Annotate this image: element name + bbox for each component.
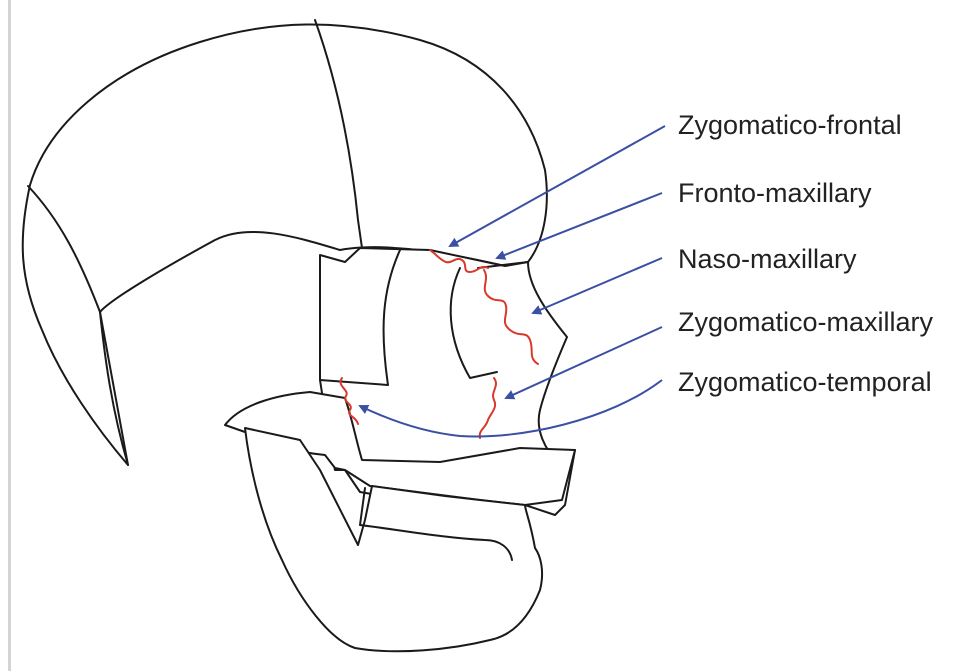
label-zygomatico-maxillary: Zygomatico-maxillary: [678, 307, 934, 337]
label-fronto-maxillary: Fronto-maxillary: [678, 178, 872, 208]
label-zygomatico-frontal: Zygomatico-frontal: [678, 110, 902, 140]
arrow-naso-maxillary: [533, 258, 662, 313]
label-zygomatico-temporal: Zygomatico-temporal: [678, 367, 932, 397]
label-naso-maxillary: Naso-maxillary: [678, 244, 857, 274]
